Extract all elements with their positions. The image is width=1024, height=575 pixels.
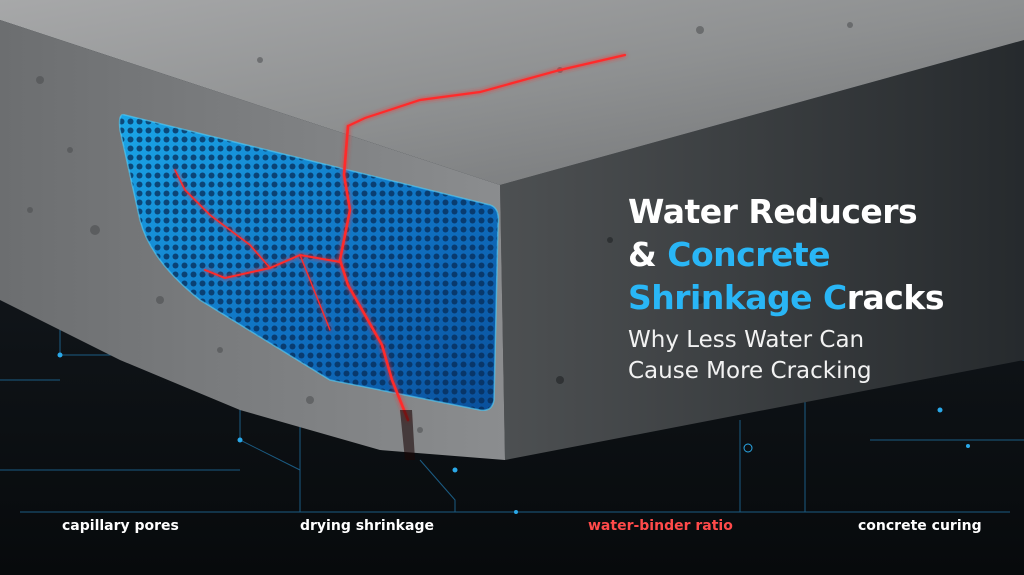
tag-concrete-curing: concrete curing	[858, 518, 982, 534]
tag-capillary-pores: capillary pores	[62, 518, 179, 534]
subtitle: Why Less Water Can Cause More Cracking	[628, 325, 1018, 387]
headline-line-3: Shrinkage Cracks	[628, 276, 1018, 319]
crack-shadow	[400, 410, 415, 460]
slab-top-face	[0, 0, 1024, 185]
headline-line-2: & Concrete	[628, 233, 1018, 276]
slab-side-face	[500, 40, 1024, 460]
subtitle-line-1: Why Less Water Can	[628, 327, 865, 353]
tag-drying-shrinkage: drying shrinkage	[300, 518, 434, 534]
headline-shrinkage: Shrinkage C	[628, 278, 847, 317]
subtitle-line-2: Cause More Cracking	[628, 358, 872, 384]
keyword-tags: capillary pores drying shrinkage water-b…	[0, 518, 1024, 542]
headline-concrete: Concrete	[667, 235, 831, 274]
headline-amp: &	[628, 235, 668, 274]
tag-water-binder-ratio: water-binder ratio	[588, 518, 733, 534]
headline-racks: racks	[846, 278, 945, 317]
concrete-texture	[27, 22, 853, 433]
shrinkage-cracks	[174, 53, 627, 422]
porous-cement-core	[118, 113, 500, 412]
headline: Water Reducers & Concrete Shrinkage Crac…	[628, 190, 1018, 319]
headline-line-1: Water Reducers	[628, 192, 918, 231]
